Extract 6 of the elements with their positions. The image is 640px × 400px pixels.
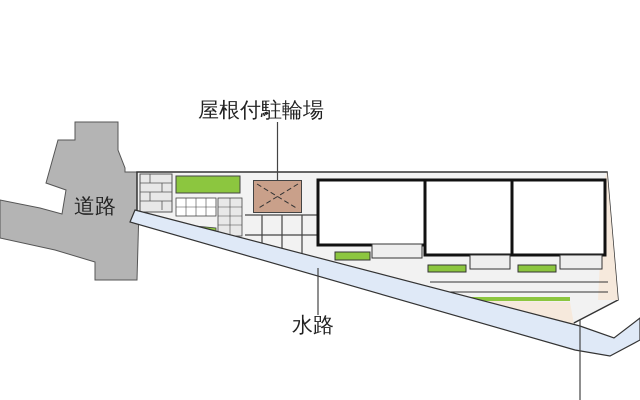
road-label: 道路 <box>74 196 116 217</box>
leader-line <box>317 268 319 315</box>
place-label: 水路 <box>292 315 334 336</box>
bicycle-shelter-box <box>253 180 302 213</box>
leader-line <box>276 122 278 180</box>
place-label: 屋根付駐輪場 <box>198 100 324 121</box>
